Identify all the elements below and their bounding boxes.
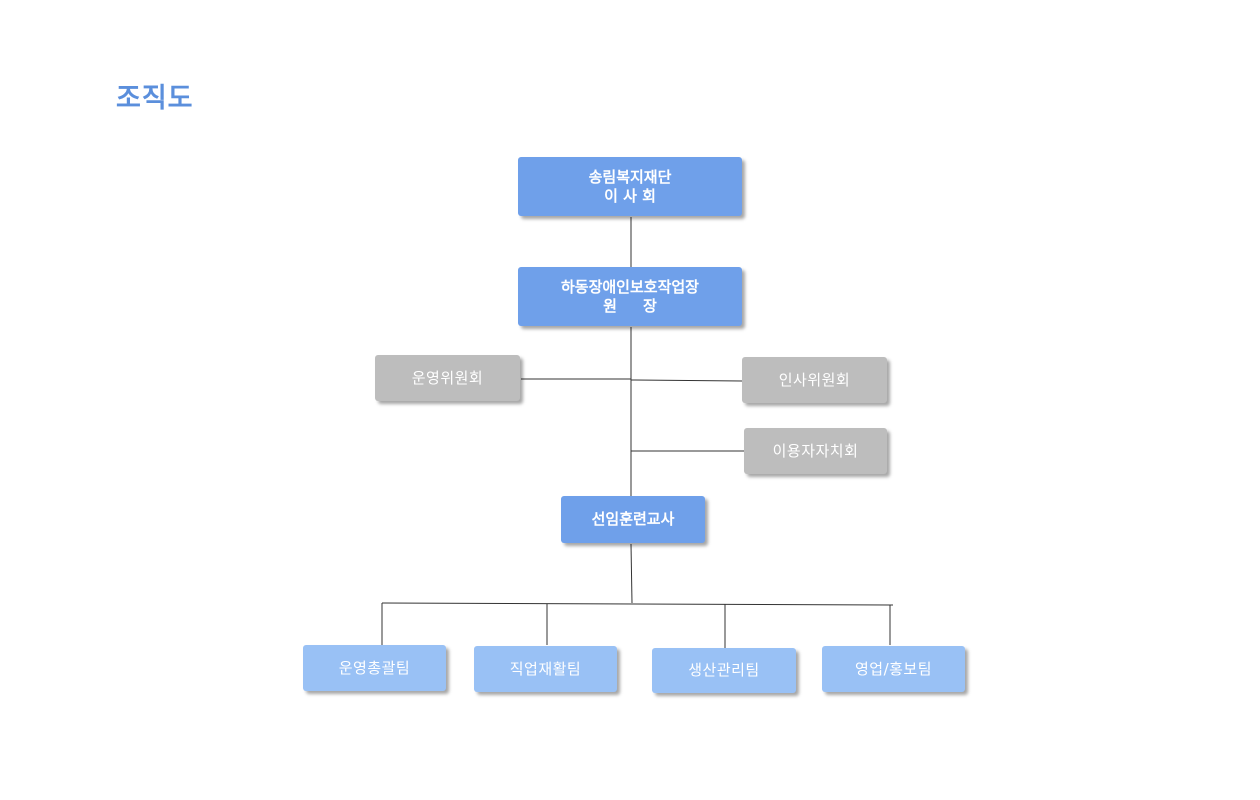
senior-trainer-label: 선임훈련교사: [591, 510, 675, 529]
senior-trainer-node: 선임훈련교사: [561, 496, 705, 543]
board-node: 송림복지재단 이 사 회: [518, 157, 742, 216]
user-council-node: 이용자자치회: [744, 428, 887, 474]
connector-personnel-committee: [630, 379, 743, 382]
team-label: 영업/홍보팀: [854, 659, 933, 678]
director-node: 하동장애인보호작업장 원 장: [518, 267, 742, 326]
user-council-label: 이용자자치회: [772, 441, 859, 460]
team-node: 운영총괄팀: [303, 645, 446, 691]
team-label: 생산관리팀: [688, 661, 760, 680]
director-node-line1: 하동장애인보호작업장: [560, 277, 699, 296]
team-node: 영업/홍보팀: [822, 646, 965, 692]
personnel-committee-node: 인사위원회: [742, 357, 887, 403]
operations-committee-label: 운영위원회: [411, 368, 484, 387]
team-node: 직업재활팀: [474, 646, 617, 692]
team-label: 직업재활팀: [509, 659, 582, 678]
team-label: 운영총괄팀: [338, 658, 411, 677]
page-title: 조직도: [116, 83, 194, 114]
connector-trainer-bus: [630, 543, 633, 604]
team-node: 생산관리팀: [652, 648, 796, 693]
board-node-line2: 이 사 회: [604, 186, 656, 205]
team-bus: [381, 602, 894, 606]
director-node-line2: 원 장: [603, 296, 657, 315]
board-node-line1: 송림복지재단: [588, 167, 672, 186]
personnel-committee-label: 인사위원회: [778, 370, 851, 389]
operations-committee-node: 운영위원회: [375, 355, 520, 401]
